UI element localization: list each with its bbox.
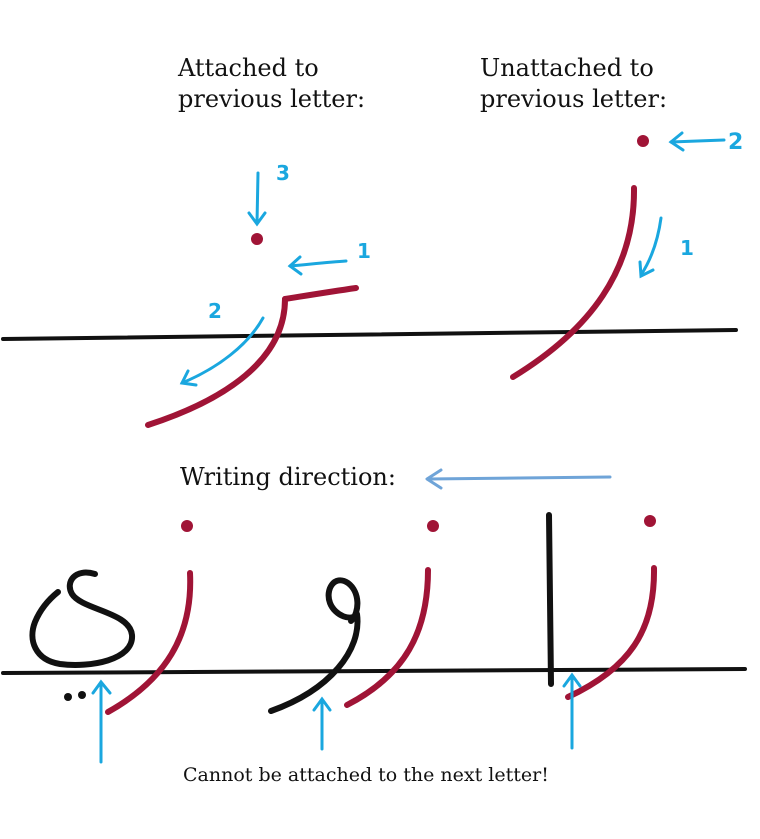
unattached-step-2-number: 2 xyxy=(728,130,743,155)
example-word-alef-zay xyxy=(546,512,658,700)
zay-after-waw-stroke xyxy=(344,567,431,708)
lower-baseline xyxy=(1,667,747,675)
unattached-step-1-arrowhead xyxy=(638,260,655,279)
attached-zay-letter xyxy=(145,233,359,428)
writing-direction-label: Writing direction: xyxy=(180,463,396,491)
pointer-arrows xyxy=(91,672,582,764)
attached-step-3-number: 3 xyxy=(276,161,290,185)
zay-after-ya-dot xyxy=(181,520,193,532)
unattached-zay-dot xyxy=(637,135,649,147)
attached-heading-line-1: Attached to xyxy=(178,54,319,82)
upper-baseline xyxy=(1,328,738,341)
unattached-step-1-arrow xyxy=(639,216,663,277)
unattached-step-2-arrow xyxy=(669,138,726,144)
example-word-ya-zay xyxy=(29,520,194,715)
alef-letter xyxy=(546,512,554,687)
attached-step-1-arrowhead xyxy=(287,255,303,276)
unattached-heading-line-1: Unattached to xyxy=(480,54,654,82)
attached-step-2-arrow xyxy=(180,316,265,385)
ya-dot-right xyxy=(78,691,86,699)
pointer-arrow-ya-zay-head xyxy=(91,679,112,695)
attached-heading: Attached to previous letter: xyxy=(178,53,365,115)
attached-stroke-guides: 1 2 3 xyxy=(179,161,371,387)
zay-after-alef-dot xyxy=(644,515,656,527)
writing-direction-arrowhead xyxy=(425,468,443,490)
unattached-step-1-number: 1 xyxy=(680,236,694,260)
pointer-arrow-alef-zay-head xyxy=(562,672,582,688)
writing-direction-arrow xyxy=(425,468,612,490)
example-word-waw-zay xyxy=(268,520,439,714)
unattached-zay-letter xyxy=(510,135,649,380)
waw-letter xyxy=(268,577,361,714)
attached-step-3-arrow xyxy=(255,171,260,225)
attached-step-3-arrowhead xyxy=(247,211,267,227)
zay-after-waw-dot xyxy=(427,520,439,532)
ya-letter xyxy=(29,569,135,668)
attached-step-2-arrowhead xyxy=(179,369,198,387)
pointer-arrow-waw-zay-head xyxy=(312,696,332,712)
attached-step-1-number: 1 xyxy=(357,239,371,263)
zay-after-alef-stroke xyxy=(565,565,658,700)
writing-direction-arrow-shaft xyxy=(426,475,612,481)
ya-dot-left xyxy=(64,693,72,701)
note-text: Cannot be attached to the next letter! xyxy=(183,764,549,786)
attached-zay-dot xyxy=(251,233,263,245)
unattached-heading: Unattached to previous letter: xyxy=(480,53,667,115)
attached-step-1-arrow xyxy=(288,259,348,268)
attached-zay-body-stroke xyxy=(145,296,288,428)
attached-heading-line-2: previous letter: xyxy=(178,85,366,113)
attached-zay-tail-stroke xyxy=(282,285,359,302)
zay-after-ya-stroke xyxy=(105,570,194,715)
unattached-heading-line-2: previous letter: xyxy=(480,85,668,113)
unattached-stroke-guides: 1 2 xyxy=(638,130,743,279)
unattached-zay-body-stroke xyxy=(510,185,638,380)
attached-step-2-number: 2 xyxy=(208,299,222,323)
unattached-step-2-arrowhead xyxy=(668,131,685,152)
